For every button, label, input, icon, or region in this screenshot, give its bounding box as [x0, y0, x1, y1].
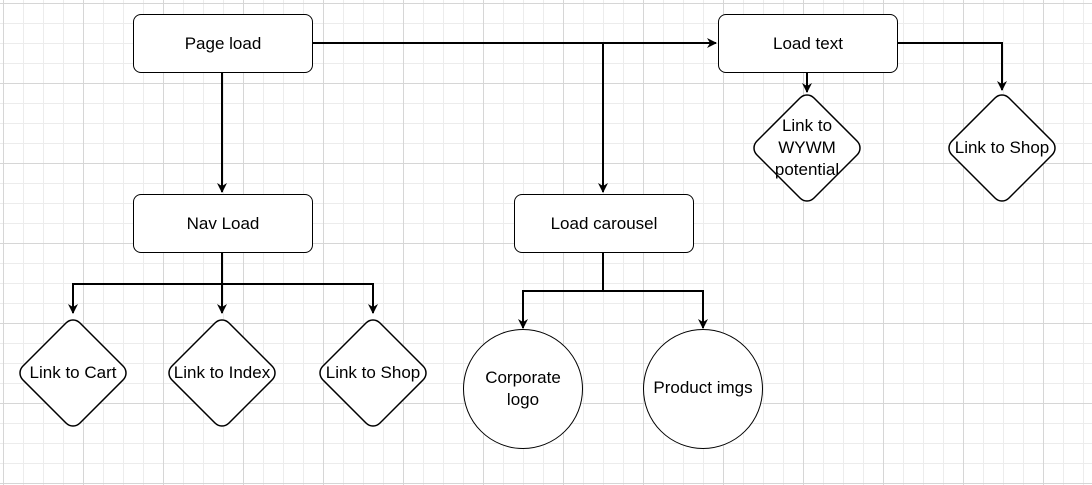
node-link-to-index[interactable]: Link to Index [167, 318, 277, 428]
node-page-load-label: Page load [184, 33, 262, 53]
node-nav-load[interactable]: Nav Load [133, 194, 313, 253]
edge-nav-load-to-link-cart [68, 283, 222, 314]
edge-page-load-to-load-carousel [583, 42, 608, 193]
edge-carousel-to-corporate-logo [518, 290, 603, 329]
edge-carousel-to-product-imgs [603, 290, 708, 329]
node-product-imgs-label: Product imgs [653, 378, 753, 397]
node-product-imgs[interactable]: Product imgs [643, 329, 763, 449]
node-link-to-shop-text-label: Link to Shop [954, 138, 1050, 157]
node-link-to-shop-nav[interactable]: Link to Shop [318, 318, 428, 428]
node-load-carousel[interactable]: Load carousel [514, 194, 694, 253]
node-link-to-index-label: Link to Index [173, 363, 271, 382]
node-link-to-shop-text[interactable]: Link to Shop [947, 93, 1057, 203]
node-link-to-cart-label: Link to Cart [29, 363, 117, 382]
node-page-load[interactable]: Page load [133, 14, 313, 73]
node-link-to-wywm-potential-label: Link to WYWM potential [774, 116, 840, 179]
node-link-to-cart[interactable]: Link to Cart [18, 318, 128, 428]
node-load-text[interactable]: Load text [718, 14, 898, 73]
node-corporate-logo[interactable]: Corporate logo [463, 329, 583, 449]
node-load-carousel-label: Load carousel [550, 213, 658, 233]
edge-nav-load-to-link-shop [222, 283, 378, 314]
node-link-to-wywm-potential[interactable]: Link to WYWM potential [752, 93, 862, 203]
node-load-text-label: Load text [773, 33, 843, 53]
node-corporate-logo-label: Corporate logo [485, 368, 561, 409]
edge-load-text-to-link-shop [898, 42, 1007, 91]
node-nav-load-label: Nav Load [186, 213, 260, 233]
node-link-to-shop-nav-label: Link to Shop [325, 363, 421, 382]
